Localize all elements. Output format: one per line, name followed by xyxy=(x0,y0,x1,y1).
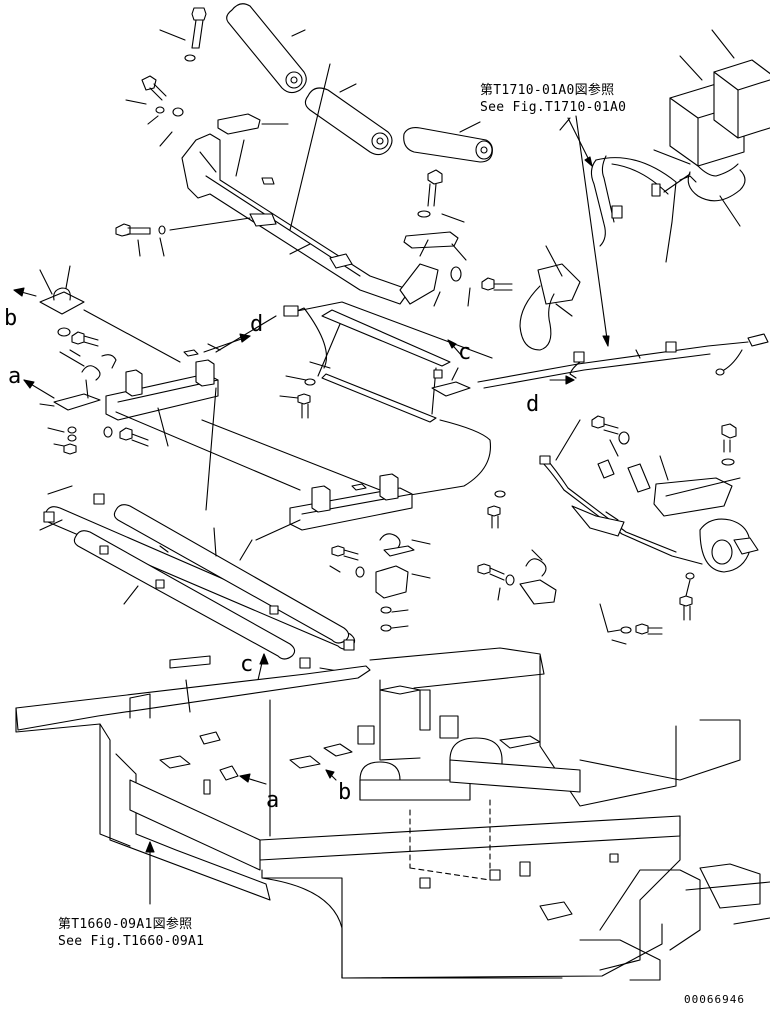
callout-a-frame: a xyxy=(266,788,280,813)
harness-upper xyxy=(591,156,696,262)
roller-3 xyxy=(404,122,493,162)
bolt-top xyxy=(160,8,206,61)
machine-frame xyxy=(16,118,770,980)
controller-units xyxy=(654,30,770,226)
callout-c-lower: c xyxy=(240,652,254,677)
clip-b xyxy=(14,266,180,362)
middle-bar xyxy=(116,412,412,540)
callout-c-upper: c xyxy=(458,340,472,365)
front-bar-left xyxy=(102,316,276,510)
reference-top-right-line2: See Fig.T1710-01A0 xyxy=(480,100,627,115)
callout-b-left: b xyxy=(4,306,18,331)
wire-d-upper xyxy=(204,302,492,496)
center-clips xyxy=(330,534,556,631)
callout-a-left: a xyxy=(8,364,22,389)
reference-leaders-top xyxy=(568,116,609,346)
hose-clip xyxy=(520,246,580,350)
callout-d-upper: d xyxy=(250,312,264,337)
roller-2 xyxy=(305,84,392,155)
callout-b-frame: b xyxy=(338,780,352,805)
upper-crossbar xyxy=(182,64,438,304)
bolts-left-top xyxy=(126,76,183,146)
clip-a-assembly xyxy=(24,352,148,454)
lower-tubes xyxy=(40,486,355,680)
reference-bottom-left-line2: See Fig.T1660-09A1 xyxy=(58,934,205,949)
horn-assembly xyxy=(540,416,758,644)
reference-top-right-line1: 第T1710-01A0図参照 xyxy=(480,83,615,98)
callout-d-right: d xyxy=(526,392,540,417)
reference-bottom-left-line1: 第T1660-09A1図参照 xyxy=(58,917,193,932)
bolt-mid-left xyxy=(116,218,250,256)
bolt-right-upper xyxy=(404,170,512,306)
hardware-mid xyxy=(280,376,505,528)
document-number: 00066946 xyxy=(684,993,745,1006)
harness-long-right xyxy=(478,334,768,388)
roller-1 xyxy=(227,4,307,93)
